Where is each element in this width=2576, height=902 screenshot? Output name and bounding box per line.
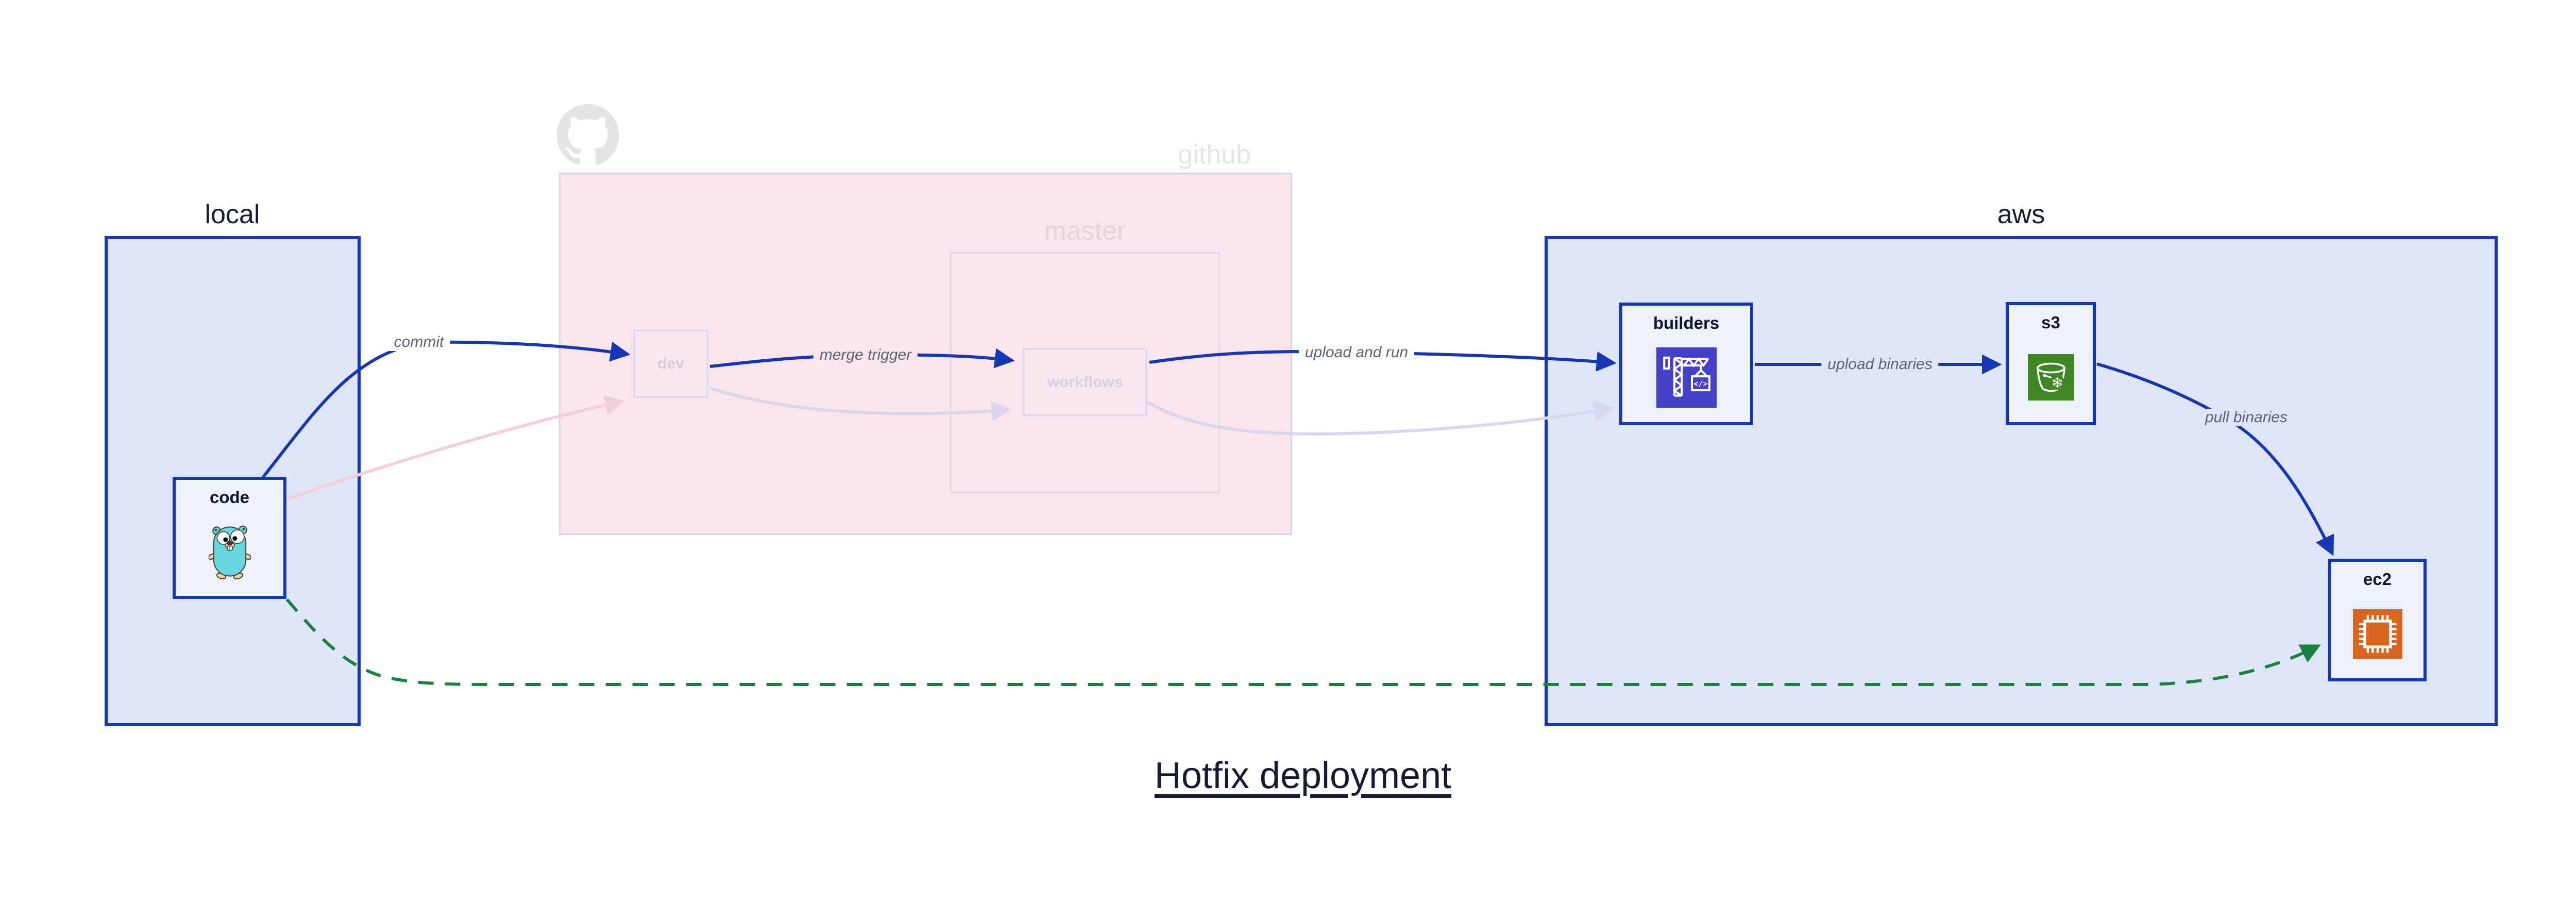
node-s3-label: s3	[2041, 313, 2060, 332]
master-branch-container	[950, 252, 1220, 493]
go-gopher-icon	[208, 508, 251, 596]
edge-label-merge-trigger: merge trigger	[813, 346, 918, 364]
edge-label-upload-and-run: upload and run	[1298, 344, 1415, 361]
aws-s3-bucket-icon: ❄	[2027, 333, 2074, 422]
svg-text:❄: ❄	[2051, 374, 2063, 392]
node-builders: builders </>	[1619, 303, 1753, 425]
ghost-edge-dev-to-workflows	[709, 387, 1012, 421]
node-builders-label: builders	[1653, 313, 1720, 332]
aws-container-label: aws	[1997, 199, 2045, 229]
node-dev-label: dev	[657, 355, 684, 372]
aws-ec2-chip-icon	[2352, 590, 2402, 678]
node-ec2: ec2	[2328, 559, 2427, 681]
node-s3: s3 ❄	[2006, 302, 2096, 425]
edge-label-commit: commit	[387, 333, 450, 351]
node-code-label: code	[209, 488, 250, 507]
github-container-label: github	[1178, 140, 1251, 170]
diagram-title: Hotfix deployment	[1154, 755, 1452, 796]
svg-text:</>: </>	[1693, 379, 1707, 389]
local-container-label: local	[205, 199, 260, 229]
node-code: code	[173, 477, 286, 599]
edge-label-pull-binaries: pull binaries	[2198, 409, 2294, 426]
ghost-edge-workflows-to-builders	[1147, 400, 1615, 436]
node-workflows: workflows	[1023, 348, 1147, 416]
node-workflows-label: workflows	[1047, 373, 1123, 391]
node-ec2-label: ec2	[2363, 570, 2392, 589]
github-octocat-icon	[556, 104, 619, 165]
edge-hotfix-code-to-ec2	[285, 598, 2321, 686]
edge-pull-binaries	[2096, 362, 2334, 557]
master-branch-label: master	[1044, 216, 1126, 246]
node-dev: dev	[633, 329, 708, 398]
edge-label-upload-binaries: upload binaries	[1821, 356, 1939, 373]
ghost-edge-code-to-dev	[287, 395, 625, 500]
edge-commit	[260, 340, 631, 480]
aws-codebuild-crane-icon: </>	[1656, 333, 1717, 422]
